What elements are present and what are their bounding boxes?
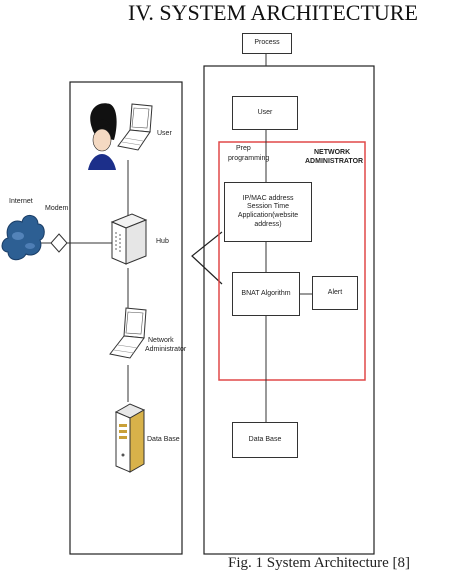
left-panel-frame bbox=[69, 81, 183, 555]
prep-label-line1: Prep bbox=[236, 145, 251, 152]
process-label: Process bbox=[254, 39, 280, 47]
network-administrator-title-line2: ADMINISTRATOR bbox=[305, 158, 364, 165]
info-line-session-time: Session Time bbox=[246, 203, 290, 211]
bnat-algorithm-label: BNAT Algorithm bbox=[241, 289, 291, 297]
laptop-icon bbox=[109, 307, 147, 359]
hub-icon bbox=[110, 213, 148, 265]
alert-label: Alert bbox=[327, 288, 343, 296]
alert-box: Alert bbox=[312, 276, 358, 310]
section-heading: IV. SYSTEM ARCHITECTURE bbox=[128, 0, 418, 25]
info-line-ip-mac: IP/MAC address bbox=[242, 194, 294, 202]
user-box: User bbox=[232, 96, 298, 130]
prep-label-line2: programming bbox=[228, 155, 270, 162]
user-box-label: User bbox=[257, 108, 273, 116]
person-icon bbox=[88, 103, 117, 170]
user-label: User bbox=[157, 130, 172, 137]
hub-label: Hub bbox=[156, 238, 169, 245]
session-info-box: IP/MAC address Session Time Application(… bbox=[224, 182, 312, 242]
cloud-icon bbox=[1, 215, 45, 261]
laptop-icon bbox=[117, 103, 153, 151]
network-admin-label-line1: Network bbox=[148, 337, 174, 344]
database-box-label: Data Base bbox=[248, 435, 282, 443]
right-panel-frame bbox=[203, 65, 375, 555]
internet-label: Internet bbox=[9, 198, 33, 205]
info-line-application: Application(website address) bbox=[237, 212, 299, 228]
network-administrator-title-line1: NETWORK bbox=[314, 149, 351, 156]
network-admin-label-line2: Administrator bbox=[145, 346, 187, 353]
modem-icon bbox=[50, 233, 68, 253]
figure-caption: Fig. 1 System Architecture [8] bbox=[228, 555, 411, 571]
bnat-algorithm-box: BNAT Algorithm bbox=[232, 272, 300, 316]
database-label: Data Base bbox=[147, 436, 180, 443]
callout-pointer bbox=[191, 231, 223, 285]
admin-highlight-region bbox=[218, 141, 366, 381]
database-box: Data Base bbox=[232, 422, 298, 458]
modem-label: Modem bbox=[45, 205, 69, 212]
database-server-icon bbox=[114, 403, 146, 473]
process-box: Process bbox=[242, 33, 292, 54]
